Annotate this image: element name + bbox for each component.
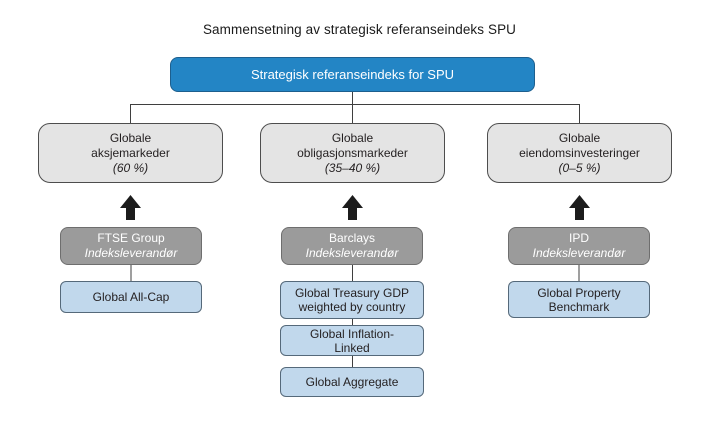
market-label-line2: aksjemarkeder bbox=[91, 145, 170, 160]
up-arrows bbox=[120, 195, 590, 220]
node-index-global-treasury-gdp: Global Treasury GDP weighted by country bbox=[280, 281, 424, 319]
index-label: Global Property Benchmark bbox=[537, 285, 621, 314]
provider-name: FTSE Group bbox=[97, 231, 165, 245]
node-index-global-aggregate: Global Aggregate bbox=[280, 367, 424, 397]
market-label-line2: obligasjonsmarkeder bbox=[297, 145, 408, 160]
diagram-title: Sammensetning av strategisk referanseind… bbox=[202, 22, 517, 37]
market-weight: (60 %) bbox=[112, 160, 149, 175]
node-provider-ipd: IPD Indeksleverandør bbox=[508, 227, 650, 265]
index-label: Global Inflation-Linked bbox=[309, 326, 395, 355]
node-provider-ftse-group: FTSE Group Indeksleverandør bbox=[60, 227, 202, 265]
node-globale-eiendomsinvesteringer: Globale eiendomsinvesteringer (0–5 %) bbox=[487, 123, 672, 183]
node-index-global-all-cap: Global All-Cap bbox=[60, 281, 202, 313]
node-provider-barclays: Barclays Indeksleverandør bbox=[281, 227, 423, 265]
node-globale-obligasjonsmarkeder: Globale obligasjonsmarkeder (35–40 %) bbox=[260, 123, 445, 183]
market-label-line2: eiendomsinvesteringer bbox=[519, 145, 640, 160]
provider-role: Indeksleverandør bbox=[532, 246, 626, 260]
index-label: Global All-Cap bbox=[92, 290, 170, 304]
up-arrow-icon bbox=[569, 195, 590, 220]
market-weight: (35–40 %) bbox=[324, 160, 381, 175]
root-node-label: Strategisk referanseindeks for SPU bbox=[250, 67, 455, 82]
provider-role: Indeksleverandør bbox=[305, 246, 399, 260]
market-label-line1: Globale bbox=[109, 130, 152, 145]
node-index-global-inflation-linked: Global Inflation-Linked bbox=[280, 325, 424, 356]
index-label: Global Treasury GDP weighted by country bbox=[294, 286, 410, 314]
market-label-line1: Globale bbox=[558, 130, 601, 145]
node-index-global-property-benchmark: Global Property Benchmark bbox=[508, 281, 650, 318]
market-weight: (0–5 %) bbox=[558, 160, 601, 175]
provider-name: Barclays bbox=[328, 231, 375, 245]
market-label-line1: Globale bbox=[331, 130, 374, 145]
provider-name: IPD bbox=[568, 231, 589, 245]
up-arrow-icon bbox=[120, 195, 141, 220]
node-globale-aksjemarkeder: Globale aksjemarkeder (60 %) bbox=[38, 123, 223, 183]
index-label: Global Aggregate bbox=[305, 375, 399, 389]
provider-role: Indeksleverandør bbox=[84, 246, 178, 260]
root-node: Strategisk referanseindeks for SPU bbox=[170, 57, 535, 92]
up-arrow-icon bbox=[342, 195, 363, 220]
